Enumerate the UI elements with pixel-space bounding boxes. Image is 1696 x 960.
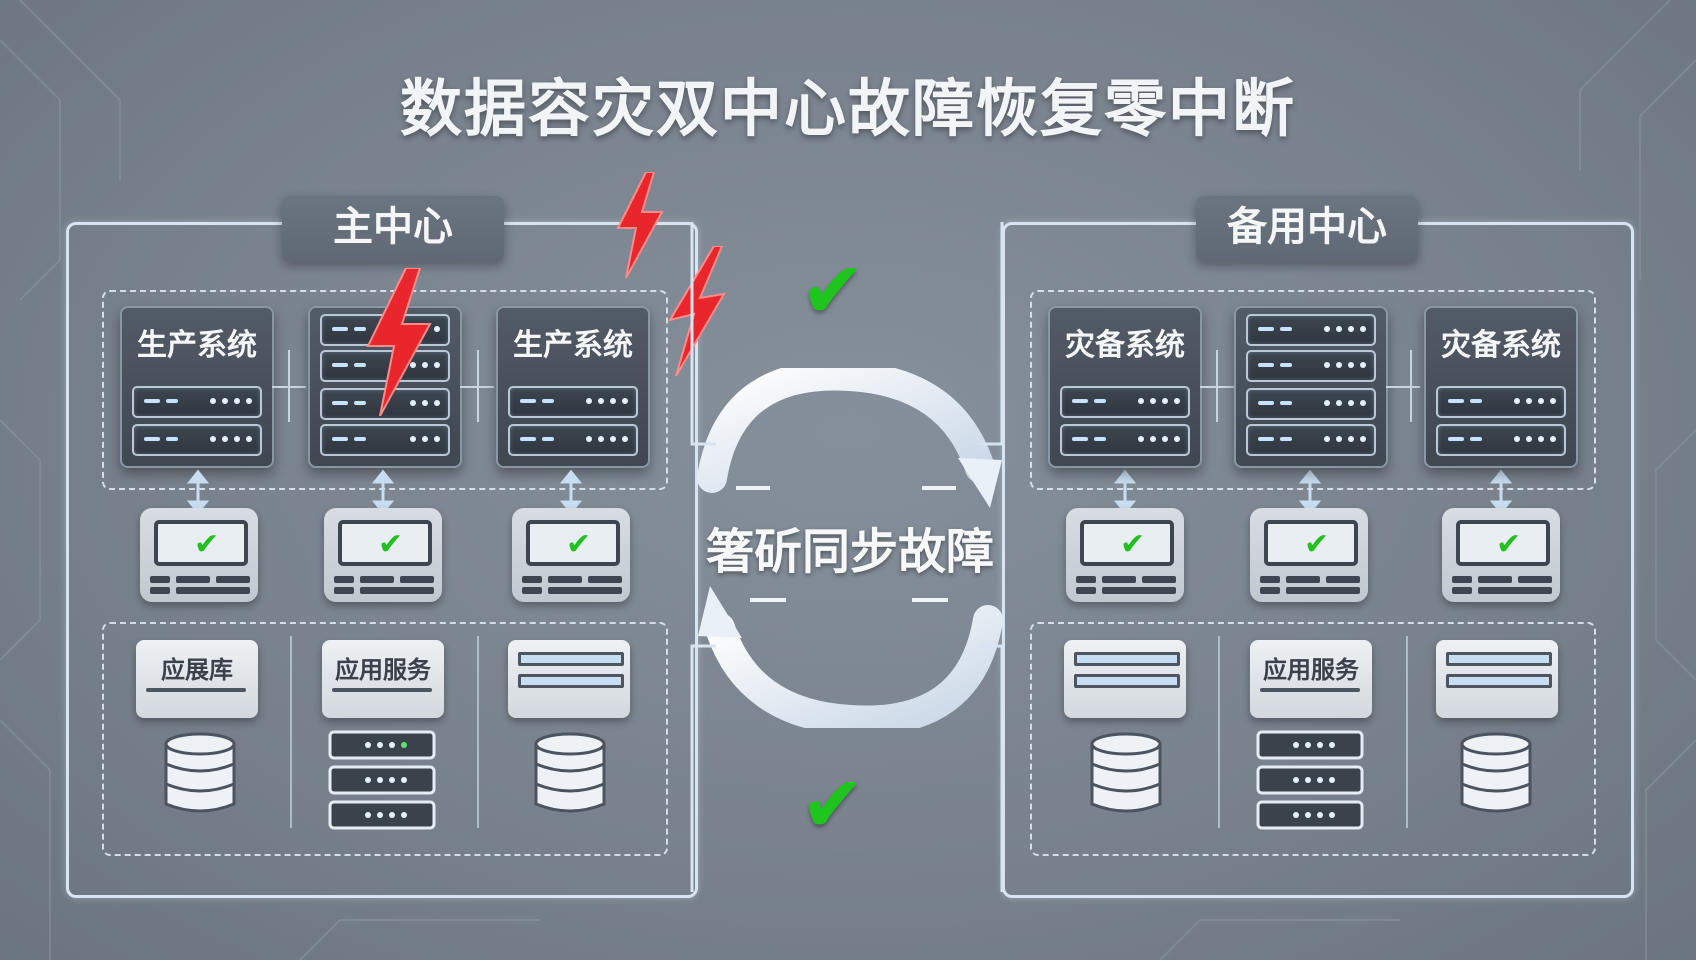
check-icon: ✔ — [566, 527, 592, 562]
sync-label: 箸斫同步故障 — [705, 524, 994, 580]
database-icon — [1460, 732, 1532, 813]
backup-center-label: 备用中心 — [1196, 196, 1418, 262]
server-stack-icon — [1256, 730, 1364, 830]
sync-cycle-icon — [697, 368, 1003, 728]
monitor-icon: ✔ — [1250, 508, 1368, 602]
lightning-icon — [616, 172, 664, 278]
app-service-panel: 应用服务 — [1250, 640, 1372, 718]
database-panel: 应展库 — [136, 640, 258, 718]
primary-services-group — [102, 622, 668, 856]
monitor-icon: ✔ — [1442, 508, 1560, 602]
primary-systems-group — [102, 290, 668, 490]
disaster-recovery-rack: 灾备系统 — [1048, 306, 1202, 468]
server-panel — [1436, 640, 1558, 718]
check-icon: ✔ — [800, 246, 866, 336]
monitor-icon: ✔ — [140, 508, 258, 602]
monitor-icon: ✔ — [512, 508, 630, 602]
lightning-icon — [366, 268, 432, 416]
check-icon: ✔ — [1496, 527, 1522, 562]
server-panel — [1064, 640, 1186, 718]
server-panel — [508, 640, 630, 718]
server-stack-icon — [328, 730, 436, 830]
server-rack-icon — [1234, 306, 1388, 468]
backup-systems-group — [1030, 290, 1596, 490]
database-icon — [164, 732, 236, 813]
production-system-rack: 生产系统 — [120, 306, 274, 468]
primary-center-label: 主中心 — [282, 196, 504, 262]
app-service-panel: 应用服务 — [322, 640, 444, 718]
production-system-rack: 生产系统 — [496, 306, 650, 468]
check-icon: ✔ — [1120, 527, 1146, 562]
check-icon: ✔ — [800, 760, 866, 850]
monitor-icon: ✔ — [324, 508, 442, 602]
backup-services-group — [1030, 622, 1596, 856]
monitor-icon: ✔ — [1066, 508, 1184, 602]
database-icon — [534, 732, 606, 813]
page-title: 数据容灾双中心故障恢复零中断 — [399, 72, 1296, 145]
disaster-recovery-rack: 灾备系统 — [1424, 306, 1578, 468]
check-icon: ✔ — [378, 527, 404, 562]
check-icon: ✔ — [1304, 527, 1330, 562]
check-icon: ✔ — [194, 527, 220, 562]
database-icon — [1090, 732, 1162, 813]
lightning-icon — [667, 246, 726, 376]
